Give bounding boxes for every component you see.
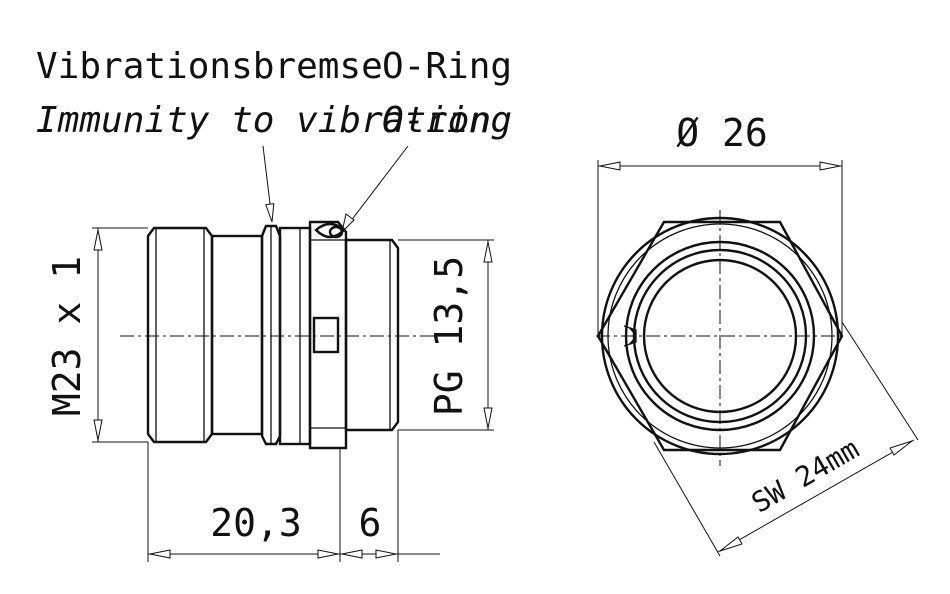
dim-label-m23: M23 x 1 — [45, 256, 89, 416]
dim-label-length-body: 20,3 — [210, 501, 302, 545]
dim-diameter: Ø 26 — [597, 111, 843, 336]
front-view — [596, 210, 846, 466]
dim-m23: M23 x 1 — [45, 227, 148, 443]
side-view — [120, 220, 440, 450]
dim-label-diameter: Ø 26 — [676, 111, 768, 155]
label-oring-de: O-Ring — [382, 46, 512, 87]
dim-pg: PG 13,5 — [398, 239, 494, 431]
label-vibration-brake-en: Immunity to vibration — [36, 100, 491, 141]
dim-lengths: 20,3 6 — [147, 430, 440, 562]
dim-label-length-end: 6 — [359, 501, 382, 545]
label-vibration-brake-de: Vibrationsbremse — [36, 46, 383, 87]
dim-label-pg: PG 13,5 — [427, 256, 471, 416]
label-oring-en: O-ring — [382, 100, 512, 141]
leader-lines — [262, 145, 409, 234]
